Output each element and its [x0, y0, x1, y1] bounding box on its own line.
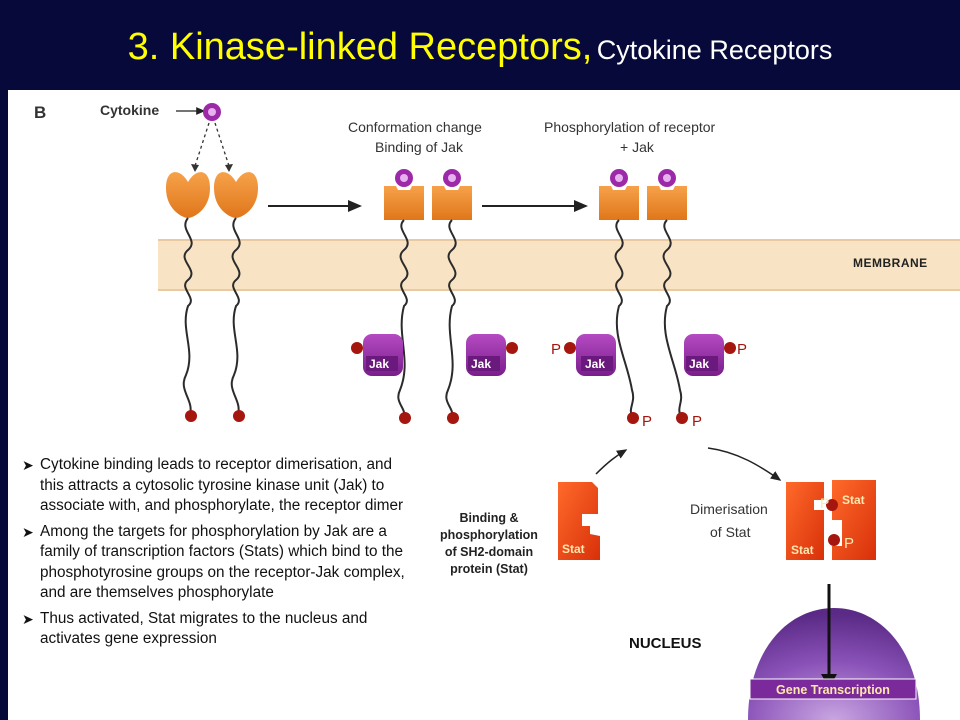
bullet-arrow-icon: ➤: [22, 457, 34, 473]
step2-line2: + Jak: [620, 139, 655, 155]
slide-title: 3. Kinase-linked Receptors, Cytokine Rec…: [0, 26, 960, 69]
diagram-panel: MEMBRANE B Cytokine Conformation change …: [8, 90, 960, 720]
panel-label: B: [34, 103, 46, 122]
gene-transcription-box: [749, 678, 917, 700]
title-sub: Cytokine Receptors: [596, 35, 833, 65]
step2-line1: Phosphorylation of receptor: [544, 119, 716, 135]
step1-line2: Binding of Jak: [375, 139, 464, 155]
svg-text:Binding &: Binding &: [459, 511, 518, 525]
free-cytokine: [191, 103, 233, 172]
receptor-right-phospho: P: [692, 413, 702, 430]
bullet-item: ➤Among the targets for phosphorylation b…: [22, 522, 405, 602]
jak-1-label: Jak: [369, 357, 389, 371]
bullet-item: ➤Cytokine binding leads to receptor dime…: [22, 456, 404, 514]
jak-4-label: Jak: [689, 357, 709, 371]
binding-label: Binding & phosphorylation of SH2-domain …: [440, 511, 538, 576]
cytokine-label: Cytokine: [100, 102, 159, 118]
nucleus: [748, 608, 920, 720]
bullet-arrow-icon: ➤: [22, 610, 34, 627]
receptor-left-phospho: P: [642, 413, 652, 430]
stat-dimer: P P Stat Stat: [786, 480, 876, 560]
membrane-label: MEMBRANE: [853, 256, 928, 270]
bullet-item: ➤Thus activated, Stat migrates to the nu…: [22, 609, 368, 648]
jak-2-label: Jak: [471, 357, 491, 371]
jak-3-label: Jak: [585, 357, 605, 371]
bullet-arrow-icon: ➤: [22, 523, 34, 540]
stat-monomer-label: Stat: [562, 542, 585, 556]
jak-1: Jak: [351, 334, 403, 376]
cytokine-receptor-diagram: MEMBRANE B Cytokine Conformation change …: [34, 102, 960, 720]
receptor-unbound-left: [166, 172, 210, 422]
receptor-bound-right: [432, 169, 472, 424]
jak-3-phospho: P: [551, 341, 561, 358]
jak-2: Jak: [466, 334, 518, 376]
bullet-list: ➤Cytokine binding leads to receptor dime…: [22, 455, 412, 655]
svg-text:protein (Stat): protein (Stat): [450, 562, 528, 576]
receptor-phospho-right: P: [647, 169, 702, 430]
gene-transcription-label: Gene Transcription: [776, 683, 890, 697]
dimer-line1: Dimerisation: [690, 501, 768, 517]
svg-text:phosphorylation: phosphorylation: [440, 528, 538, 542]
jak-4-phospho: P: [737, 341, 747, 358]
svg-text:of SH2-domain: of SH2-domain: [445, 545, 533, 559]
stat-monomer: Stat: [558, 482, 600, 560]
jak-4: P Jak: [684, 334, 747, 376]
receptor-unbound-right: [214, 172, 258, 422]
receptor-bound-left: [384, 169, 424, 424]
stat-dimer-label-bottom: Stat: [791, 543, 814, 557]
membrane-band: [158, 240, 960, 290]
dimer-line2: of Stat: [710, 524, 751, 540]
dimer-phospho-2: P: [844, 535, 854, 552]
dimer-phospho-1: P: [820, 495, 829, 511]
title-main: 3. Kinase-linked Receptors,: [127, 26, 593, 68]
jak-3: P Jak: [551, 334, 616, 376]
step1-line1: Conformation change: [348, 119, 482, 135]
receptor-phospho-left: P: [599, 169, 652, 430]
nucleus-label: NUCLEUS: [629, 635, 702, 652]
stat-dimer-label-top: Stat: [842, 493, 865, 507]
